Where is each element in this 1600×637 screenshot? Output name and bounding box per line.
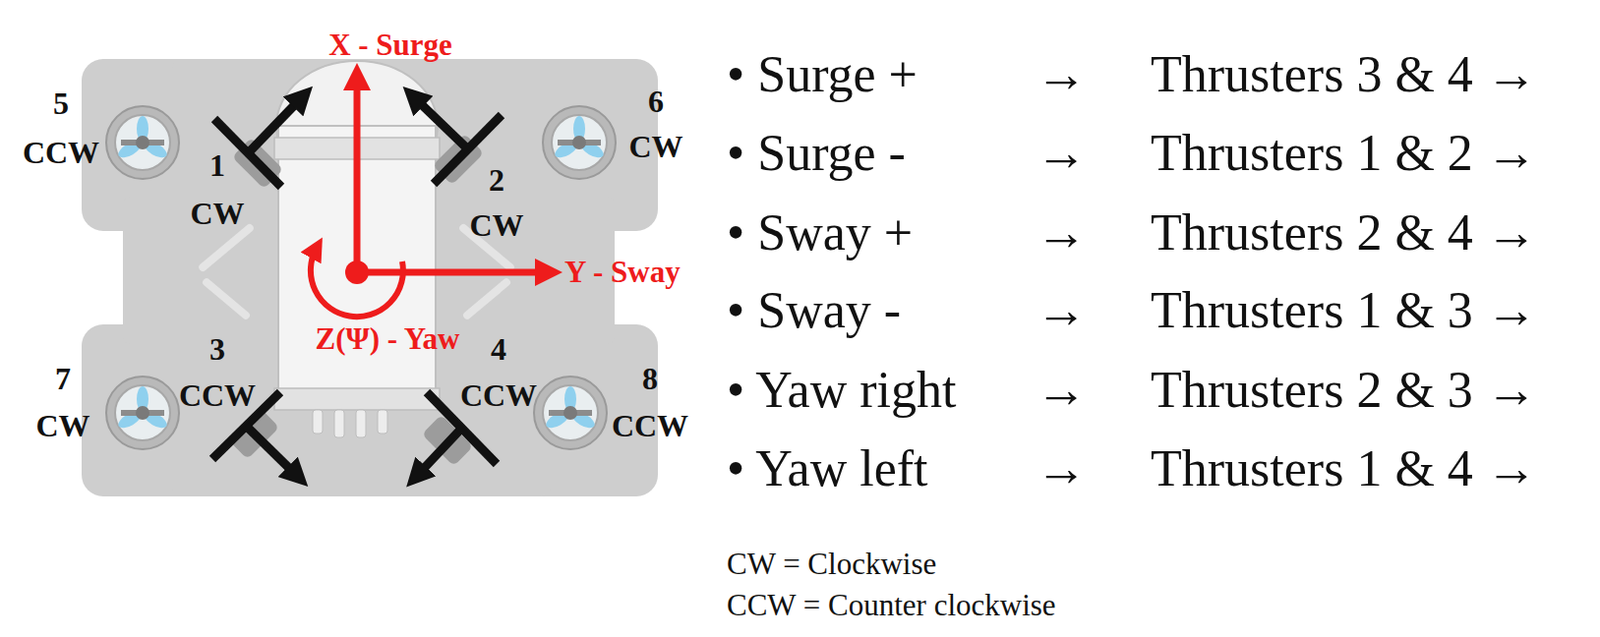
callout-number: 5: [53, 86, 69, 121]
thruster-combo: Thrusters 1 & 3 →: [1150, 282, 1538, 339]
thruster-combo: Thrusters 1 & 2 →: [1150, 124, 1538, 181]
callout-number: 1: [209, 148, 226, 183]
motion-item: • Yaw left: [726, 440, 929, 497]
body-axes: [310, 76, 549, 317]
arrow-glyph: →: [1035, 282, 1087, 339]
rotation-label: CW: [628, 129, 683, 165]
vertical-thrusters: [106, 106, 616, 450]
motion-item: • Surge -: [726, 124, 906, 181]
motion-item: • Yaw right: [726, 361, 956, 418]
legend-note: CCW = Counter clockwise: [726, 589, 1057, 623]
rotation-label: CCW: [178, 378, 256, 414]
rotation-label: CW: [189, 196, 244, 232]
callout-number: 6: [648, 84, 664, 119]
rotation-label: CCW: [22, 135, 100, 171]
rotation-label: CW: [35, 409, 90, 444]
arrow-glyph: →: [1035, 204, 1087, 261]
thruster-combo: Thrusters 2 & 4 →: [1150, 204, 1538, 261]
callout-number: 8: [642, 361, 658, 397]
callout-number: 2: [488, 163, 505, 198]
legend-note: CW = Clockwise: [726, 547, 937, 582]
thruster-combo: Thrusters 1 & 4 →: [1150, 440, 1538, 497]
arrow-glyph: →: [1035, 440, 1087, 497]
rov-hull: [274, 60, 440, 438]
axis-label: Z(Ψ) - Yaw: [314, 322, 460, 356]
thruster-combo: Thrusters 3 & 4 →: [1150, 46, 1538, 103]
rotation-label: CW: [469, 208, 524, 243]
callout-number: 4: [490, 332, 507, 367]
motion-item: • Sway -: [726, 282, 901, 339]
thruster-combo: Thrusters 2 & 3 →: [1150, 361, 1538, 418]
arrow-glyph: →: [1035, 46, 1087, 103]
motion-item: • Sway +: [726, 204, 913, 261]
arrow-glyph: →: [1035, 361, 1087, 418]
callout-number: 3: [209, 332, 226, 367]
arrow-glyph: →: [1035, 124, 1087, 181]
callout-number: 7: [55, 361, 71, 397]
rotation-label: CCW: [460, 378, 537, 414]
axis-label: Y - Sway: [564, 255, 681, 290]
axis-label: X - Surge: [328, 28, 453, 62]
motion-item: • Surge +: [726, 46, 918, 103]
rotation-label: CCW: [611, 409, 689, 444]
